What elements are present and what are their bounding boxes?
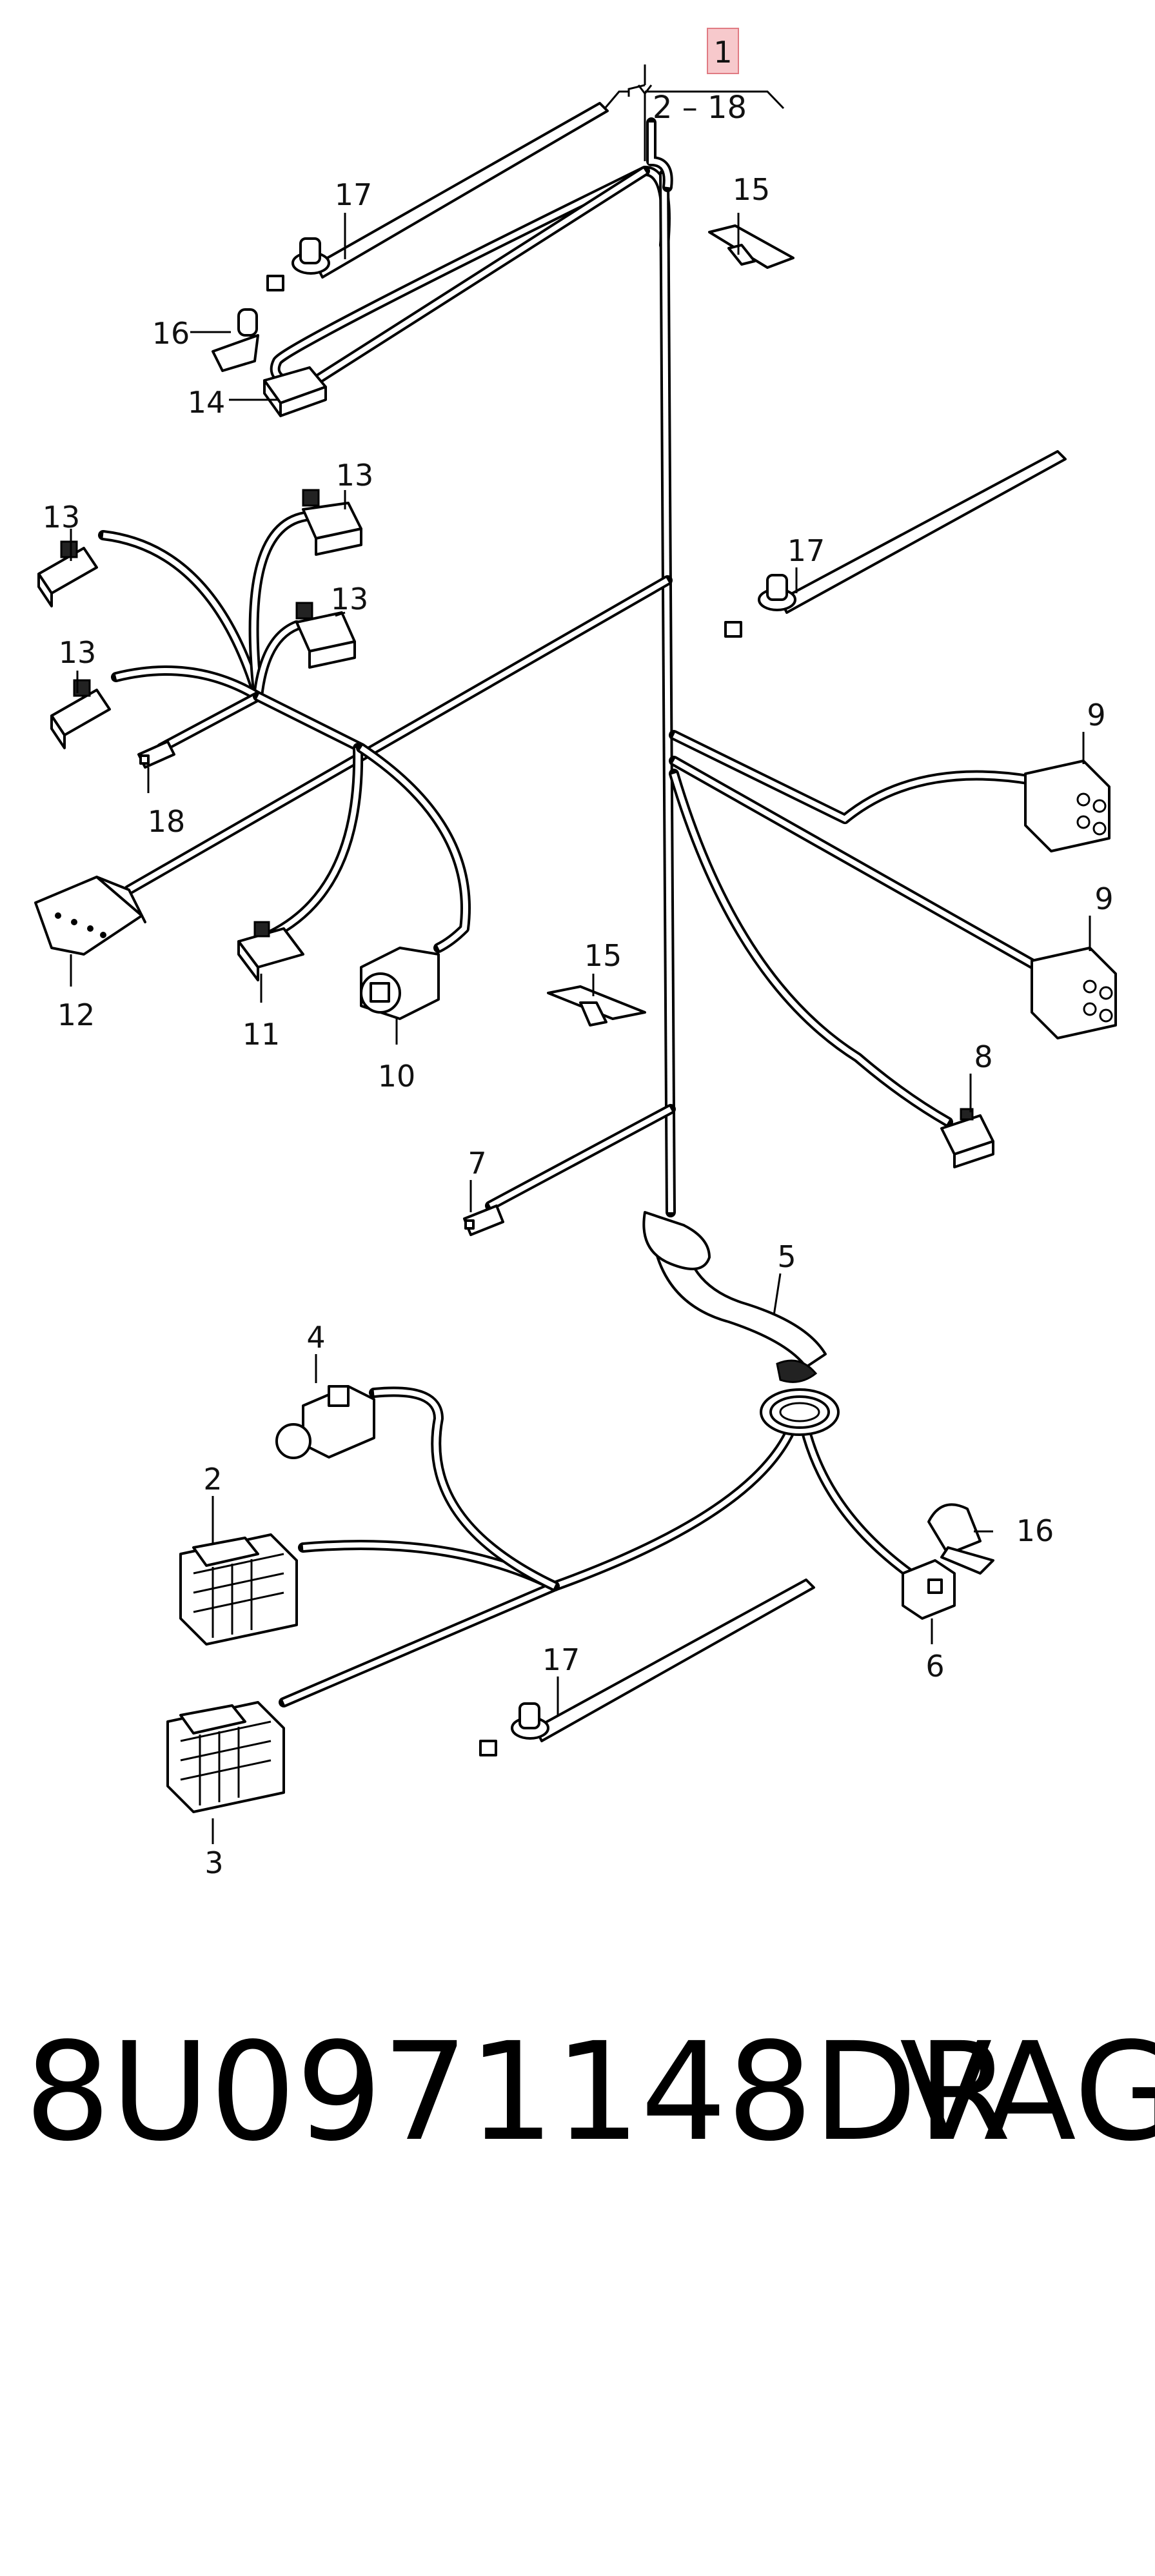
connector-4: [275, 1385, 375, 1459]
callout-8: 8: [974, 1039, 992, 1074]
callout-14: 14: [188, 385, 226, 420]
harness-wires: [98, 117, 1043, 1707]
connector-18: [137, 740, 175, 769]
connector-11: [237, 921, 304, 981]
connector-9-top: [1024, 760, 1111, 852]
leader-lines: [70, 64, 1091, 1844]
callout-13-a: 13: [43, 500, 81, 535]
connector-7: [463, 1204, 504, 1236]
range-label: 2 – 18: [653, 90, 747, 126]
callout-16-top: 16: [152, 316, 190, 351]
diagram-canvas: 1 2 – 18 17 15 16 14 13 13 13 13 18 12 1…: [34, 28, 1117, 1880]
clip-15-top: [708, 224, 795, 269]
callout-13-d: 13: [59, 635, 97, 670]
callout-9-top: 9: [1087, 698, 1105, 732]
cable-tie-top: [266, 102, 609, 291]
callout-15-top: 15: [733, 172, 771, 207]
clip-16-top: [212, 308, 259, 372]
connector-8: [940, 1108, 994, 1168]
callout-16-bottom: 16: [1016, 1513, 1054, 1548]
connector-3: [166, 1701, 285, 1813]
callout-13-c: 13: [331, 582, 369, 616]
cable-tie-bottom: [479, 1578, 815, 1756]
brand: VAG: [900, 2013, 1155, 2171]
callout-17-bottom: 17: [542, 1642, 580, 1677]
clip-16-bottom: [927, 1503, 994, 1575]
callout-17-top: 17: [335, 177, 373, 212]
callout-10: 10: [378, 1059, 416, 1094]
main-callout: 1: [713, 35, 732, 70]
callout-2: 2: [203, 1462, 222, 1497]
connector-13-right-top: [302, 489, 362, 556]
callout-3: 3: [204, 1845, 223, 1880]
connector-2: [179, 1533, 298, 1646]
connector-9-bottom: [1031, 947, 1117, 1039]
main-callout-highlight: [707, 28, 739, 74]
connector-13-right-mid: [295, 602, 356, 669]
cable-tie-right: [724, 450, 1067, 638]
callout-13-b: 13: [336, 458, 374, 493]
grommet: [760, 1388, 840, 1436]
callout-5: 5: [777, 1239, 796, 1274]
part-number: 8U0971148DR: [25, 2013, 1012, 2171]
callout-4: 4: [306, 1320, 325, 1355]
wiring-harness-diagram: 1 2 – 18 17 15 16 14 13 13 13 13 18 12 1…: [34, 28, 1117, 1880]
connector-10: [360, 947, 440, 1020]
sleeve-5: [642, 1211, 827, 1383]
callout-9-bottom: 9: [1094, 881, 1113, 916]
callout-7: 7: [468, 1146, 486, 1181]
callout-11: 11: [242, 1017, 281, 1052]
clip-15-mid: [547, 985, 646, 1027]
connector-6: [902, 1559, 956, 1620]
callout-17-right: 17: [787, 533, 825, 568]
connector-12: [34, 876, 146, 956]
caption: 8U0971148DR VAG: [0, 1996, 1155, 2189]
callout-18: 18: [148, 804, 186, 839]
connector-13-left-top: [37, 540, 98, 607]
callouts: 1 2 – 18 17 15 16 14 13 13 13 13 18 12 1…: [43, 28, 1114, 1880]
connector-14: [263, 366, 327, 417]
connector-13-left-mid: [50, 679, 111, 749]
callout-6: 6: [925, 1649, 944, 1684]
callout-15-mid: 15: [584, 938, 622, 973]
callout-12: 12: [57, 998, 95, 1032]
